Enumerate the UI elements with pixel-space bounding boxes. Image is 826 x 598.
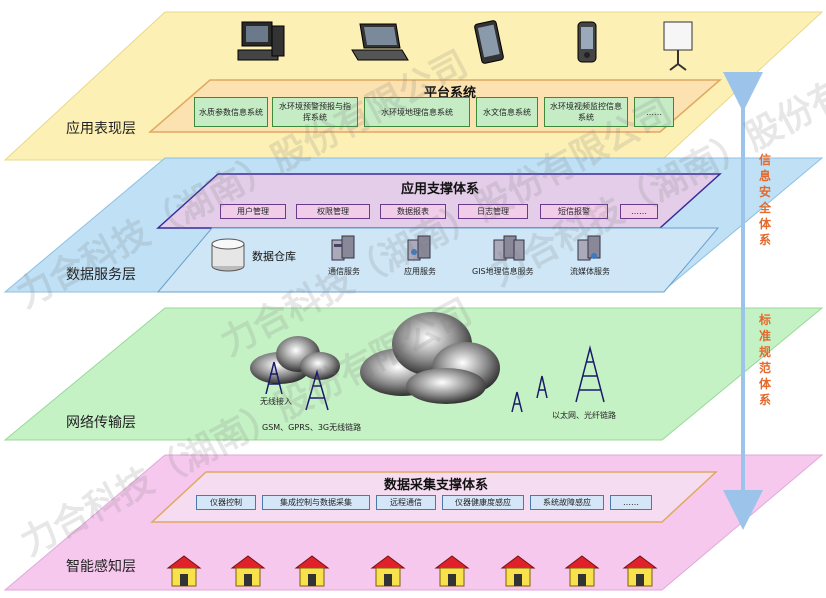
house-icon — [294, 555, 330, 587]
collection-layer-label: 智能感知层 — [66, 559, 136, 575]
app-box[interactable]: 水质参数信息系统 — [194, 97, 268, 127]
support-panel-title: 应用支撑体系 — [400, 182, 479, 197]
service-label: 通信服务 — [328, 267, 360, 276]
tablet-icon — [474, 20, 504, 64]
house-icon — [622, 555, 658, 587]
house-row — [166, 555, 658, 587]
app-box[interactable]: 水环境地理信息系统 — [364, 97, 470, 127]
collection-box[interactable]: …… — [610, 495, 652, 510]
house-icon — [564, 555, 600, 587]
tower-icon — [265, 345, 605, 413]
desktop-computer-icon — [237, 21, 285, 61]
laptop-icon — [351, 23, 409, 61]
streaming-server-icon — [577, 235, 601, 261]
security-system-label: 信息安全体系 — [758, 153, 771, 247]
projector-screen-icon — [663, 21, 693, 71]
collection-box[interactable]: 集成控制与数据采集 — [262, 495, 370, 510]
app-box[interactable]: 水环境视频监控信息系统 — [544, 97, 628, 127]
application-server-icon — [407, 235, 431, 261]
support-box[interactable]: 权限管理 — [296, 204, 370, 219]
communication-server-icon — [331, 235, 355, 261]
house-icon — [370, 555, 406, 587]
app-box[interactable]: 水文信息系统 — [476, 97, 538, 127]
collection-panel-title: 数据采集支撑体系 — [383, 478, 488, 493]
database-label: 数据仓库 — [252, 250, 296, 263]
smartphone-icon — [577, 21, 597, 63]
database-icon — [211, 238, 245, 272]
service-label: 应用服务 — [404, 267, 436, 276]
support-box[interactable]: 数据报表 — [380, 204, 446, 219]
app-box[interactable]: 水环境预警预报与指挥系统 — [272, 97, 358, 127]
cloud-icon — [250, 336, 340, 384]
support-box[interactable]: 日志管理 — [458, 204, 528, 219]
house-icon — [500, 555, 536, 587]
standards-system-label: 标准规范体系 — [758, 313, 771, 407]
ethernet-link-label: 以太网、光纤链路 — [552, 411, 616, 420]
wireless-access-label: 无线接入 — [260, 397, 292, 406]
support-box[interactable]: 用户管理 — [220, 204, 286, 219]
support-box[interactable]: …… — [620, 204, 658, 219]
application-layer-label: 应用表现层 — [66, 121, 136, 137]
data-service-layer-label: 数据服务层 — [66, 267, 136, 283]
support-box[interactable]: 短信报警 — [540, 204, 608, 219]
house-icon — [434, 555, 470, 587]
cloud-icon — [360, 312, 500, 404]
service-label: GIS地理信息服务 — [472, 267, 534, 276]
network-layer-label: 网络传输层 — [66, 415, 136, 431]
collection-box[interactable]: 仪器控制 — [196, 495, 256, 510]
service-label: 流媒体服务 — [570, 267, 610, 276]
gis-server-icon — [493, 235, 525, 261]
collection-box[interactable]: 系统故障感应 — [530, 495, 604, 510]
app-box[interactable]: …… — [634, 97, 674, 127]
collection-box[interactable]: 仪器健康度感应 — [442, 495, 524, 510]
house-icon — [230, 555, 266, 587]
gsm-link-label: GSM、GPRS、3G无线链路 — [262, 423, 362, 432]
house-icon — [166, 555, 202, 587]
collection-box[interactable]: 远程通信 — [376, 495, 436, 510]
